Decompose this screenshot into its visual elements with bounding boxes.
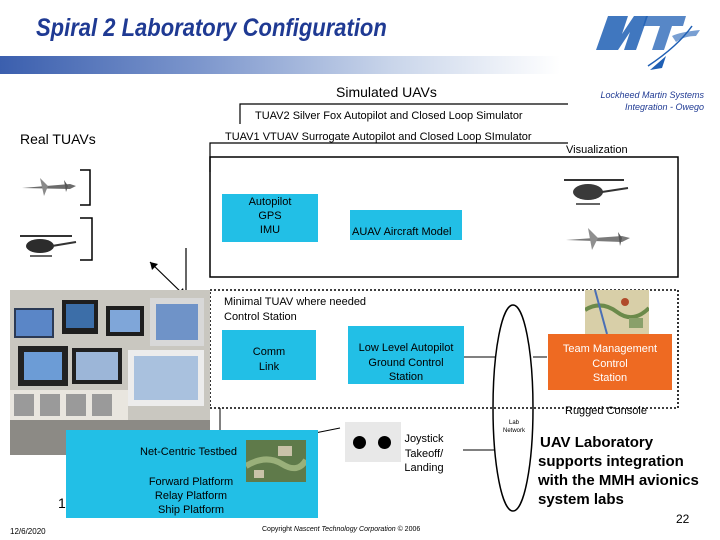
team-mgmt-line-1: Team Management xyxy=(562,343,658,355)
auav-model-label: AUAV Aircraft Model xyxy=(352,226,452,238)
team-mgmt-line-2: Control xyxy=(592,358,628,370)
auav-aircraft-model-box: AUAV Aircraft Model xyxy=(350,210,462,240)
visualization-helicopter-icon xyxy=(564,179,629,205)
visualization-label: Visualization xyxy=(566,144,628,156)
joystick-box xyxy=(345,422,401,462)
aerial-terrain-photo xyxy=(246,440,306,482)
page-number: 22 xyxy=(676,512,690,526)
summary-line-3: with the MMH avionics xyxy=(538,472,699,489)
link-line: Link xyxy=(258,361,280,373)
platform-forward: Forward Platform xyxy=(148,476,234,488)
footer-left-fragment: 1 xyxy=(58,495,66,511)
ntc-logo xyxy=(596,16,700,70)
net-centric-label: Net-Centric Testbed xyxy=(140,446,238,458)
low-level-autopilot-box: Low Level Autopilot Ground Control Stati… xyxy=(348,326,464,384)
gps-line: GPS xyxy=(258,210,282,222)
joystick-left-icon xyxy=(353,436,366,449)
copyright-company: Nascent Technology Corporation xyxy=(293,526,396,533)
lab-network-line-2: Network xyxy=(502,428,525,434)
team-mgmt-line-3: Station xyxy=(592,372,628,384)
copyright-suffix: © 2006 xyxy=(397,526,421,533)
simulated-uavs-label: Simulated UAVs xyxy=(336,84,437,100)
company-line-1: Lockheed Martin Systems xyxy=(600,90,704,100)
autopilot-line: Autopilot xyxy=(248,196,292,208)
joystick-line-3: Landing xyxy=(404,462,444,474)
low-level-line-1: Low Level Autopilot xyxy=(358,342,454,354)
minimal-tuav-line-2: Control Station xyxy=(224,311,297,323)
fixed-wing-uav-icon xyxy=(22,178,76,196)
joystick-line-2: Takeoff/ xyxy=(404,448,444,460)
summary-line-2: supports integration xyxy=(538,453,684,470)
map-thumbnail-image xyxy=(585,290,649,334)
tuav2-label: TUAV2 Silver Fox Autopilot and Closed Lo… xyxy=(255,110,523,122)
page-title: Spiral 2 Laboratory Configuration xyxy=(36,14,387,42)
platform-relay: Relay Platform xyxy=(154,490,228,502)
low-level-line-2: Ground Control xyxy=(368,357,444,369)
minimal-tuav-line-1: Minimal TUAV where needed xyxy=(224,296,367,308)
footer-date: 12/6/2020 xyxy=(10,527,46,536)
footer-copyright: Copyright Nascent Technology Corporation… xyxy=(262,526,420,533)
joystick-line-1: Joystick xyxy=(404,433,444,445)
comm-link-box: Comm Link xyxy=(222,330,316,380)
visualization-fixed-wing-icon xyxy=(566,228,630,250)
low-level-line-3: Station xyxy=(388,371,424,383)
real-tuavs-label: Real TUAVs xyxy=(20,131,96,147)
helicopter-uav-icon xyxy=(20,235,77,257)
joystick-right-icon xyxy=(378,436,391,449)
copyright-prefix: Copyright xyxy=(262,526,292,533)
tuav1-label: TUAV1 VTUAV Surrogate Autopilot and Clos… xyxy=(225,131,532,143)
imu-line: IMU xyxy=(259,224,281,236)
rugged-console-label: Rugged Console xyxy=(565,405,647,417)
team-management-box: Team Management Control Station xyxy=(548,334,672,390)
summary-line-4: system labs xyxy=(538,491,624,508)
platform-ship: Ship Platform xyxy=(157,504,225,516)
company-line-2: Integration - Owego xyxy=(624,102,704,112)
summary-line-1: UAV Laboratory xyxy=(540,434,654,451)
autopilot-gps-imu-box: Autopilot GPS IMU xyxy=(222,194,318,242)
lab-network-line-1: Lab xyxy=(508,420,519,426)
title-underline-bar xyxy=(0,56,560,74)
comm-line: Comm xyxy=(252,346,286,358)
